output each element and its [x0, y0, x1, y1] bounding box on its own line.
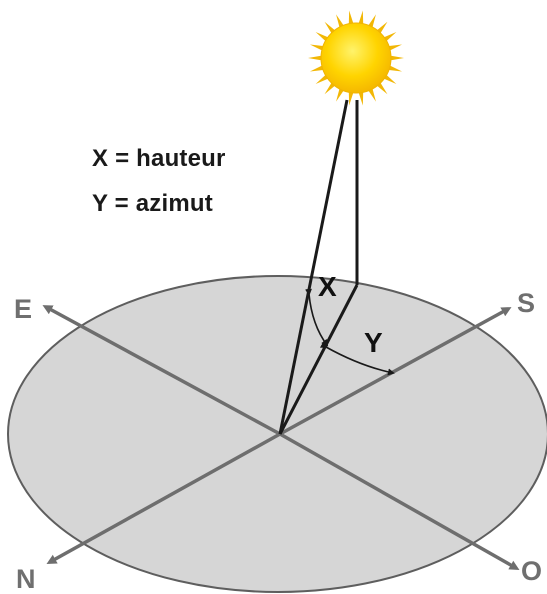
axis-west — [279, 432, 520, 570]
sun-ray — [308, 55, 324, 61]
direction-south-label: S — [517, 288, 535, 318]
sun-ray — [358, 90, 364, 106]
sun-icon — [308, 10, 404, 106]
altitude-label: X — [318, 271, 337, 302]
sun-ray — [348, 90, 354, 106]
legend-azimuth: Y = azimut — [92, 190, 213, 217]
azimuth-arc — [319, 341, 395, 376]
sun-ray — [309, 64, 326, 72]
sun-ray — [388, 55, 404, 61]
azimuth-label: Y — [364, 327, 383, 358]
sun-ray — [358, 10, 364, 26]
sun-ray — [386, 64, 403, 72]
axis-north — [46, 432, 281, 564]
sun-ray — [309, 44, 326, 52]
sun-ray — [386, 44, 403, 52]
axis-east — [42, 305, 281, 436]
sun-ray-to-origin — [278, 99, 349, 435]
direction-west-label: O — [521, 556, 542, 586]
direction-east-label: E — [14, 294, 32, 324]
legend-altitude: X = hauteur — [92, 145, 226, 172]
sun-projection-line — [278, 284, 359, 435]
sun-ray — [348, 10, 354, 26]
direction-north-label: N — [16, 564, 36, 594]
